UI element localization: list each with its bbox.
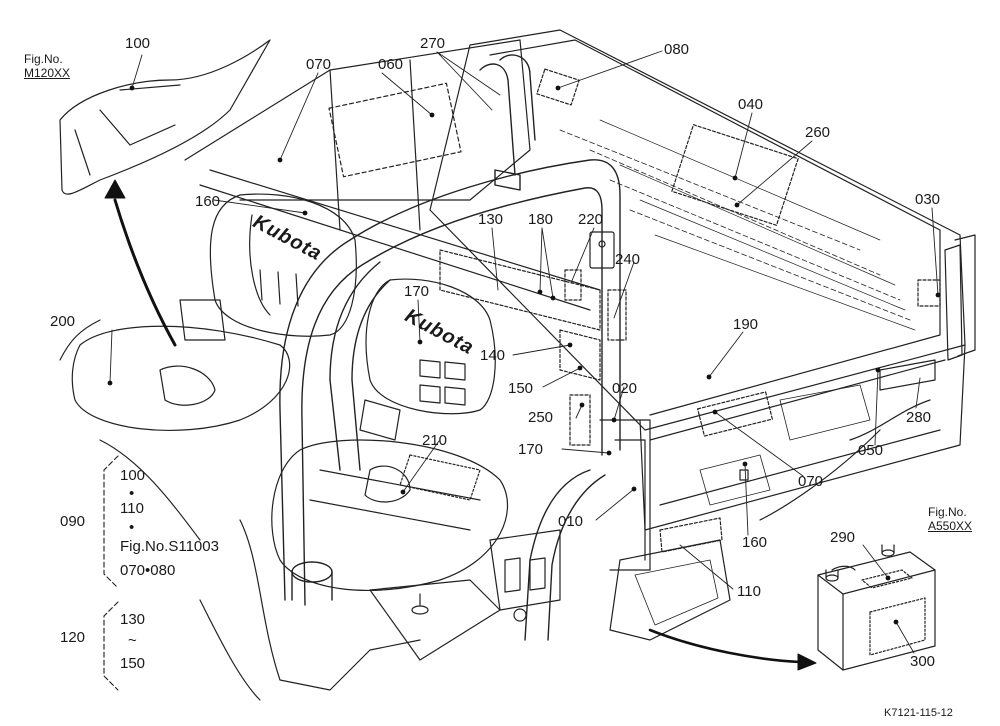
fig-ref-bottom-right: Fig.No. A550XX: [928, 505, 972, 533]
callout-030: 030: [915, 191, 941, 208]
callout-220: 220: [578, 211, 604, 228]
cab-rear-panel: [184, 39, 651, 571]
group-090-item-6: 070•080: [120, 562, 176, 579]
fig-ref-bottom-right-line1: Fig.No.: [928, 505, 967, 519]
fig-ref-top-left-line1: Fig.No.: [24, 52, 63, 66]
group-090-item-5: Fig.No.S11003: [120, 538, 219, 555]
removal-arrows: [104, 179, 817, 671]
callout-210: 210: [422, 432, 448, 449]
callout-240: 240: [615, 251, 641, 268]
callout-170-upper: 170: [404, 283, 430, 300]
callout-160-top: 160: [195, 193, 221, 210]
callout-290: 290: [830, 529, 856, 546]
fig-ref-top-left-line2: M120XX: [24, 66, 71, 80]
callout-140: 140: [480, 347, 506, 364]
callout-260: 260: [805, 124, 831, 141]
callout-250: 250: [528, 409, 554, 426]
leader-lines: [109, 50, 939, 654]
callout-180: 180: [528, 211, 554, 228]
callout-160-lower: 160: [742, 534, 768, 551]
battery-drawing: [817, 544, 936, 671]
callout-070-top: 070: [306, 56, 332, 73]
callout-080: 080: [664, 41, 690, 58]
group-090-item-2: •: [129, 485, 135, 502]
detached-panel: [59, 39, 271, 195]
group-090-item-1: 100: [120, 467, 146, 484]
callout-050: 050: [858, 442, 884, 459]
callout-190: 190: [733, 316, 759, 333]
callout-150: 150: [508, 380, 534, 397]
callout-130: 130: [478, 211, 504, 228]
callout-060: 060: [378, 56, 404, 73]
group-090-id: 090: [60, 513, 86, 530]
callout-200: 200: [50, 313, 76, 330]
roll-over-protection-bar: [279, 54, 621, 641]
group-120-item-2: ~: [128, 632, 137, 649]
callout-270: 270: [420, 35, 446, 52]
callout-020: 020: [612, 380, 638, 397]
callout-280: 280: [906, 409, 932, 426]
leader-dots: [107, 85, 941, 625]
fig-ref-bottom-right-line2: A550XX: [928, 519, 973, 533]
group-brackets: [103, 455, 119, 691]
callout-070-lower: 070: [798, 473, 824, 490]
group-090-item-3: 110: [120, 500, 144, 517]
callout-100: 100: [125, 35, 151, 52]
callout-170-lower: 170: [518, 441, 544, 458]
cargo-bed: [429, 29, 976, 531]
group-120-item-1: 130: [120, 611, 146, 628]
fig-ref-top-left: Fig.No. M120XX: [24, 52, 70, 80]
callout-010: 010: [558, 513, 584, 530]
group-120-id: 120: [60, 629, 86, 646]
drawing-code: K7121-115-12: [884, 707, 953, 719]
callout-110: 110: [737, 583, 761, 600]
callout-040: 040: [738, 96, 764, 113]
group-120-item-3: 150: [120, 655, 146, 672]
lower-body: [59, 319, 931, 701]
group-090-item-4: •: [129, 519, 135, 536]
callout-300: 300: [910, 653, 936, 670]
seats: [71, 193, 509, 592]
